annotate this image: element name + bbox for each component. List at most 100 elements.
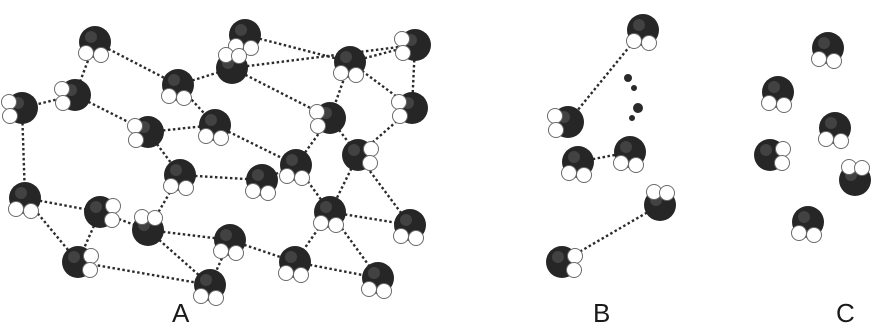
hydrogen-atom: [377, 284, 392, 299]
hydrogen-atom: [363, 156, 378, 171]
hydrogen-atom: [548, 109, 563, 124]
panel-b-liquid-clusters: [546, 14, 676, 278]
panel-a-water-molecule: [84, 196, 121, 228]
hydrogen-atom: [364, 142, 379, 157]
hydrogen-atom: [395, 32, 410, 47]
hydrogen-atom: [577, 168, 592, 183]
hydrogen-atom: [392, 95, 407, 110]
hydrogen-atom: [777, 98, 792, 113]
hydrogen-atom: [261, 186, 276, 201]
hydrogen-atom: [3, 109, 18, 124]
panel-c-water-molecule: [819, 112, 852, 149]
panel-a-water-molecule: [216, 48, 248, 85]
hydrogen-atom: [162, 89, 177, 104]
hydrogen-atom: [55, 82, 70, 97]
oxygen-highlight: [85, 31, 97, 43]
hydrogen-atom: [642, 36, 657, 51]
hydrogen-atom: [807, 228, 822, 243]
oxygen-highlight: [818, 37, 830, 49]
hydrogen-atom: [214, 244, 229, 259]
panel-b-water-molecule: [627, 14, 660, 51]
hydrogen-atom: [94, 48, 109, 63]
hydrogen-atom: [194, 289, 209, 304]
hydrogen-atom: [148, 211, 163, 226]
panel-a-hydrogen-bond: [78, 262, 210, 285]
panel-a-water-molecule: [132, 210, 164, 247]
hydrogen-atom: [164, 179, 179, 194]
panel-a-water-molecule: [214, 224, 247, 261]
hydrogen-atom: [295, 171, 310, 186]
panel-a-water-molecule: [194, 269, 227, 306]
panel-a-ice-lattice: [2, 19, 432, 306]
hydrogen-atom: [311, 119, 326, 134]
hydrogen-atom: [129, 133, 144, 148]
hydrogen-atom: [629, 158, 644, 173]
hydrogen-atom: [232, 49, 247, 64]
panel-a-water-molecule: [128, 116, 165, 148]
hydrogen-atom: [776, 142, 791, 157]
panel-a-water-molecule: [9, 182, 42, 219]
panel-c-water-molecule: [792, 206, 825, 243]
panel-a-water-molecule: [279, 246, 312, 283]
hydrogen-atom: [177, 91, 192, 106]
oxygen-highlight: [170, 164, 182, 176]
panel-a-hydrogen-bond: [245, 35, 350, 62]
panel-a-water-molecule: [310, 102, 347, 134]
hydrogen-atom: [84, 249, 99, 264]
hydrogen-atom: [394, 229, 409, 244]
hydrogen-atom: [614, 156, 629, 171]
oxygen-highlight: [205, 114, 217, 126]
oxygen-highlight: [90, 201, 102, 213]
hydrogen-atom: [562, 166, 577, 181]
panel-a-water-molecule: [394, 209, 427, 246]
hydrogen-atom: [179, 181, 194, 196]
hydrogen-atom: [214, 131, 229, 146]
panel-a-water-molecule: [280, 149, 313, 186]
hydrogen-atom: [393, 109, 408, 124]
hydrogen-atom: [549, 123, 564, 138]
oxygen-highlight: [768, 81, 780, 93]
panel-a-water-molecule: [334, 46, 367, 83]
panel-a-water-molecule: [246, 164, 279, 201]
hydrogen-atom: [310, 105, 325, 120]
hydrogen-atom: [762, 96, 777, 111]
hydrogen-atom: [660, 186, 675, 201]
hydrogen-atom: [2, 95, 17, 110]
hydrogen-atom: [834, 134, 849, 149]
hydrogen-atom: [827, 54, 842, 69]
oxygen-highlight: [200, 274, 212, 286]
hydrogen-atom: [349, 68, 364, 83]
panel-b-bond-fragment: [629, 115, 635, 121]
hydrogen-atom: [627, 34, 642, 49]
panel-a-hydrogen-bond: [232, 45, 415, 68]
panel-c-free-molecules: [754, 32, 871, 243]
panel-b-water-molecule: [644, 185, 676, 222]
panel-a-water-molecule: [164, 159, 197, 196]
hydrogen-atom: [199, 129, 214, 144]
panel-c-water-molecule: [754, 139, 791, 171]
hydrogen-atom: [79, 46, 94, 61]
panel-a-water-molecule: [2, 92, 39, 124]
hydrogen-atom: [362, 282, 377, 297]
oxygen-highlight: [320, 201, 332, 213]
panel-a-water-molecule: [395, 29, 432, 61]
panel-a-water-molecule: [199, 109, 232, 146]
oxygen-highlight: [400, 214, 412, 226]
panel-b-water-molecule: [562, 146, 595, 183]
oxygen-highlight: [235, 24, 247, 36]
panel-c-water-molecule: [812, 32, 845, 69]
oxygen-highlight: [168, 74, 180, 86]
hydrogen-atom: [280, 169, 295, 184]
oxygen-highlight: [368, 267, 380, 279]
panel-b-bond-fragment: [633, 103, 643, 113]
panel-b-bond-fragment: [624, 74, 632, 82]
panel-b-water-molecule: [548, 106, 585, 138]
oxygen-highlight: [286, 154, 298, 166]
oxygen-highlight: [252, 169, 264, 181]
hydrogen-atom: [83, 263, 98, 278]
panel-a-water-molecule: [342, 139, 379, 171]
hydrogen-atom: [775, 156, 790, 171]
hydrogen-atom: [819, 132, 834, 147]
panel-a-water-molecule: [62, 246, 99, 278]
